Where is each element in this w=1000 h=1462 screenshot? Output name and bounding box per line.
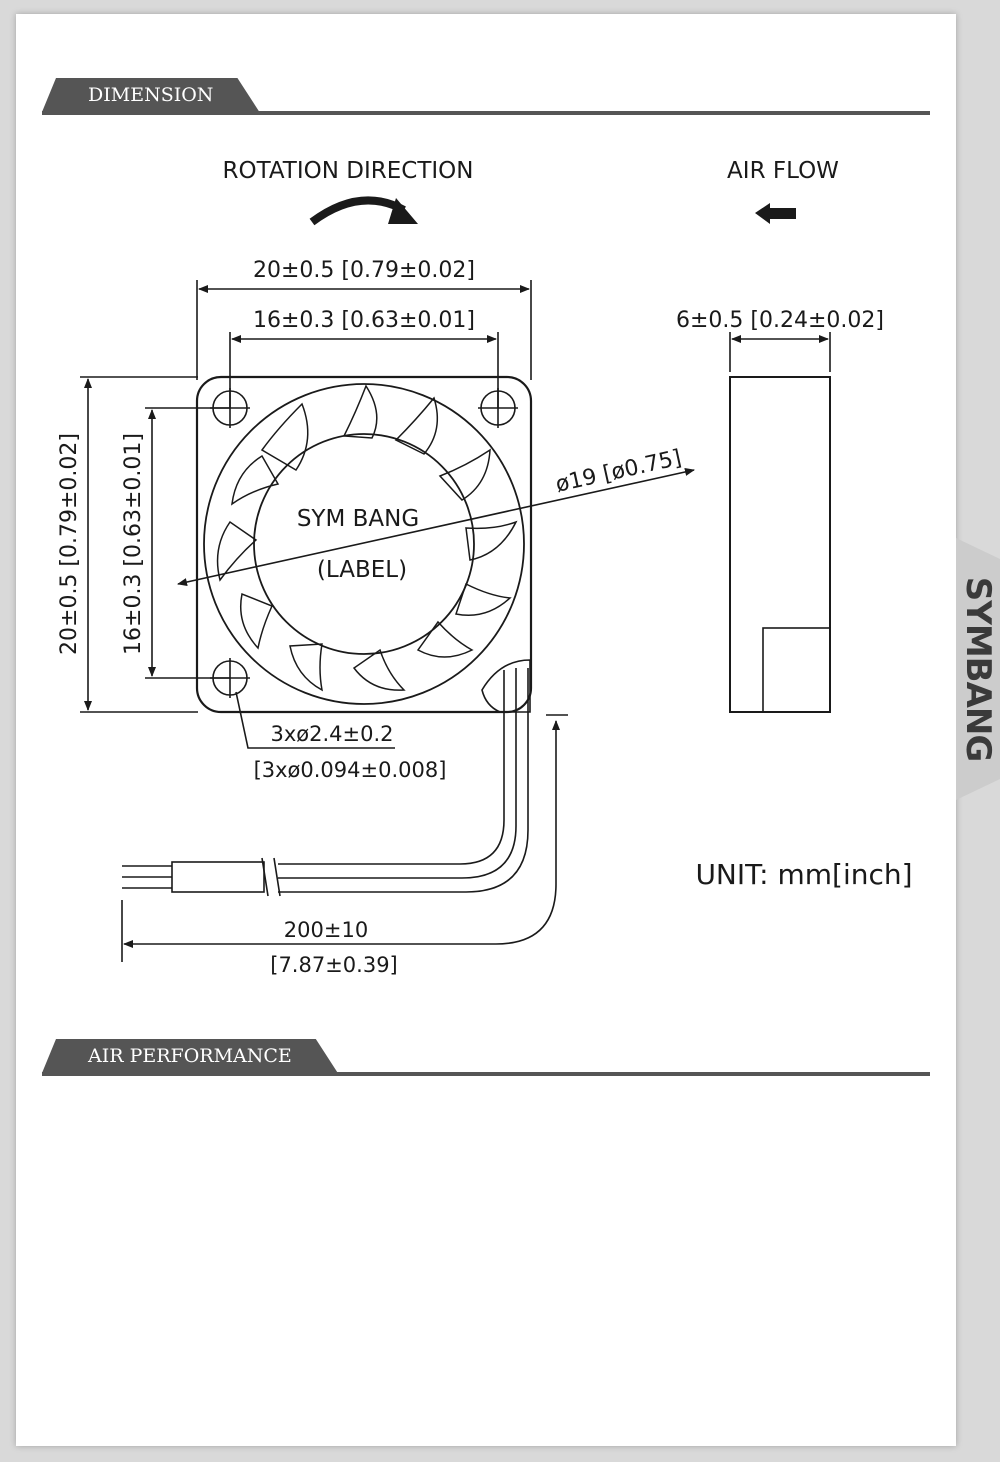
cable-length-mm-label: 200±10 bbox=[284, 918, 368, 942]
cable-length-inch-label: [7.87±0.39] bbox=[270, 953, 398, 977]
side-view-label-patch bbox=[762, 627, 831, 713]
impeller-diameter-label: ø19 [ø0.75] bbox=[553, 446, 683, 498]
dimension-section-header: DIMENSION bbox=[42, 78, 930, 118]
unit-label: UNIT: mm[inch] bbox=[695, 858, 912, 891]
overall-height-label: 20±0.5 [0.79±0.02] bbox=[57, 433, 82, 655]
thickness-label: 6±0.5 [0.24±0.02] bbox=[676, 308, 884, 333]
air-performance-section-header: AIR PERFORMANCE bbox=[42, 1039, 930, 1079]
wire-break-left bbox=[261, 857, 269, 897]
holes-mm-label: 3xø2.4±0.2 bbox=[270, 722, 393, 746]
hole-spacing-width-label: 16±0.3 [0.63±0.01] bbox=[253, 308, 475, 333]
fan-side-view bbox=[729, 376, 831, 713]
section-divider bbox=[42, 111, 930, 115]
label-note-text: (LABEL) bbox=[317, 557, 407, 583]
label-brand-text: SYM BANG bbox=[297, 506, 419, 532]
fan-blades bbox=[216, 384, 518, 692]
overall-width-label: 20±0.5 [0.79±0.02] bbox=[253, 258, 475, 283]
cable-length-dimension-line bbox=[123, 720, 560, 948]
rotation-arrow-head bbox=[388, 198, 418, 224]
wire-sleeve-end bbox=[171, 861, 265, 893]
cable-clip bbox=[481, 659, 531, 713]
diameter-leader bbox=[177, 468, 695, 586]
air-performance-section-title: AIR PERFORMANCE bbox=[42, 1039, 338, 1073]
section-divider bbox=[42, 1072, 930, 1076]
air-flow-arrow bbox=[755, 203, 796, 224]
holes-inch-label: [3xø0.094±0.008] bbox=[254, 758, 447, 782]
brand-logo-text: SYMBANG bbox=[958, 576, 998, 762]
rotation-direction-label: ROTATION DIRECTION bbox=[223, 158, 474, 184]
dimension-section-title: DIMENSION bbox=[42, 78, 259, 112]
hole-spacing-height-label: 16±0.3 [0.63±0.01] bbox=[121, 433, 146, 655]
fan-hub bbox=[253, 433, 475, 655]
brand-side-tab: SYMBANG bbox=[956, 538, 1000, 800]
air-flow-label: AIR FLOW bbox=[727, 158, 839, 184]
